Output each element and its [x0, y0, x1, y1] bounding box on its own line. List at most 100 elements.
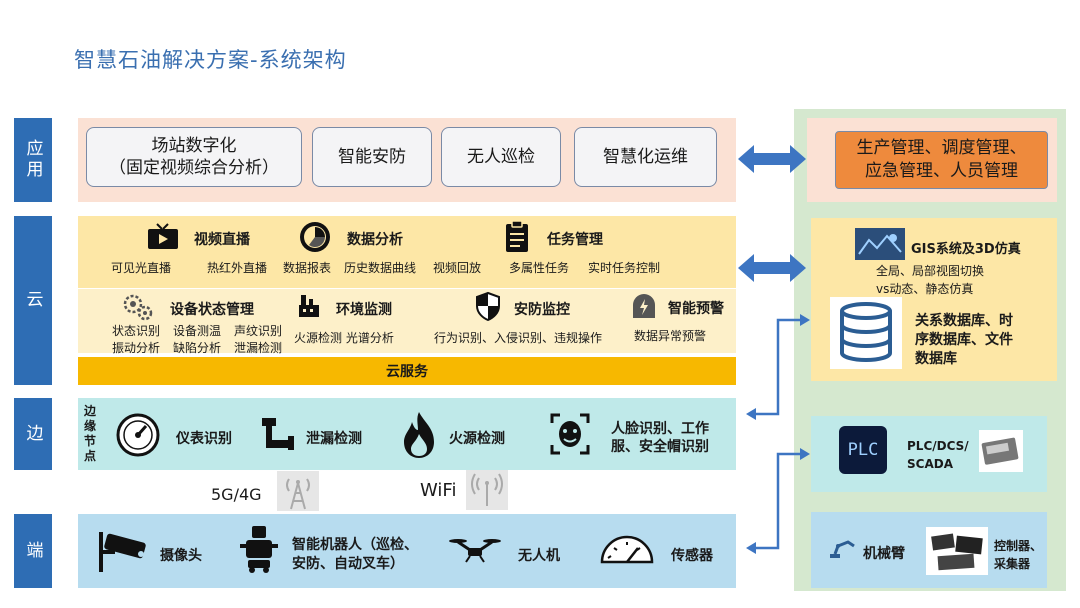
tv-icon: [148, 223, 178, 249]
cloud-security-monitor: 安防监控: [514, 302, 570, 318]
robot-arm-icon: [830, 540, 855, 558]
security-sub: 行为识别、入侵识别、违规操作: [434, 331, 603, 345]
plc-icon: PLC: [839, 426, 887, 474]
edge-leak: 泄漏检测: [306, 431, 362, 447]
cloud-gis-double-arrow: [738, 254, 806, 282]
app-box-station-digital: 场站数字化 （固定视频综合分析）: [86, 127, 302, 187]
wifi-antenna-icon: [466, 470, 508, 510]
mgmt-line1: 生产管理、调度管理、: [856, 138, 1027, 158]
sensor-gauge-icon: [600, 535, 654, 564]
device-sub-leak: 泄漏检测: [234, 341, 283, 355]
edge-meter: 仪表识别: [176, 431, 232, 447]
warning-sub: 数据异常预警: [634, 329, 707, 343]
cloud-sub-visible-live: 可见光直播: [111, 261, 172, 275]
edge-fire: 火源检测: [449, 431, 505, 447]
gis-sub2: vs动态、静态仿真: [876, 282, 974, 296]
cloud-smart-warning: 智能预警: [668, 301, 724, 317]
db-label: 关系数据库、时 序数据库、文件 数据库: [915, 312, 1013, 369]
cloud-sub-history-curve: 历史数据曲线: [344, 261, 417, 275]
cloud-env-monitor: 环境监测: [336, 302, 392, 318]
cloud-sub-data-report: 数据报表: [283, 261, 332, 275]
app-box-smart-security: 智能安防: [312, 127, 432, 187]
device-sub-vibration: 振动分析: [112, 341, 161, 355]
cloud-service-label: 云服务: [386, 364, 428, 380]
cloud-task-mgmt: 任务管理: [547, 232, 603, 248]
network-5g-label: 5G/4G: [211, 485, 262, 504]
robot-icon: [240, 526, 278, 573]
device-sub-state: 状态识别: [112, 324, 161, 338]
gis-3d-icon: [855, 228, 905, 260]
camera-icon: [99, 532, 146, 572]
app-box-maintenance-label: 智慧化运维: [603, 147, 688, 167]
fire-icon: [404, 412, 434, 458]
device-sub-voiceprint: 声纹识别: [234, 324, 283, 338]
app-box-unmanned-inspection: 无人巡检: [441, 127, 561, 187]
face-scan-icon: [550, 413, 590, 455]
app-box-smart-maintenance: 智慧化运维: [574, 127, 717, 187]
cloud-video-live: 视频直播: [194, 232, 250, 248]
layer-tab-app: 应用: [14, 118, 52, 202]
db-line2: 序数据库、文件: [915, 332, 1013, 348]
cloud-sub-multi-task: 多属性任务: [509, 261, 570, 275]
gis-sub1: 全局、局部视图切换: [876, 264, 985, 278]
plc-label: PLC/DCS/ SCADA: [907, 437, 969, 473]
controller-device-icon: [979, 430, 1023, 472]
ctrl-label: 控制器、 采集器: [994, 537, 1042, 573]
end-camera: 摄像头: [160, 548, 202, 564]
cloud-sub-realtime-task: 实时任务控制: [588, 261, 661, 275]
network-wifi-label: WiFi: [420, 480, 457, 501]
end-drone: 无人机: [518, 548, 560, 564]
end-robot-line1: 智能机器人（巡检、: [292, 537, 418, 553]
env-sub: 火源检测 光谱分析: [294, 331, 394, 345]
pipe-icon: [262, 418, 294, 450]
edge-face: 人脸识别、工作 服、安全帽识别: [611, 420, 709, 456]
plc-line2: SCADA: [907, 457, 953, 471]
plc-line1: PLC/DCS/: [907, 439, 969, 453]
ctrl-line1: 控制器、: [994, 539, 1043, 553]
db-line3: 数据库: [915, 351, 957, 367]
mgmt-line2: 应急管理、人员管理: [865, 161, 1018, 181]
cloud-device-mgmt: 设备状态管理: [170, 302, 254, 318]
end-robot: 智能机器人（巡检、 安防、自动叉车）: [292, 536, 418, 574]
cloud-data-analysis: 数据分析: [347, 232, 403, 248]
gis-title: GIS系统及3D仿真: [911, 242, 1021, 257]
edge-db-arrow: [746, 314, 810, 420]
page-title: 智慧石油解决方案-系统架构: [74, 48, 347, 72]
gears-icon: [123, 294, 153, 321]
mgmt-box: 生产管理、调度管理、 应急管理、人员管理: [835, 131, 1048, 189]
end-plc-arrow: [746, 448, 810, 554]
layer-tab-end: 端: [14, 514, 52, 588]
cloud-sub-thermal-live: 热红外直播: [207, 261, 268, 275]
layer-tab-cloud: 云: [14, 216, 52, 385]
edge-face-line1: 人脸识别、工作: [611, 421, 709, 437]
app-box-security-label: 智能安防: [338, 147, 406, 167]
cloud-layer-band-top: [78, 216, 736, 288]
ctrl-line2: 采集器: [994, 557, 1031, 571]
app-box-station-line2: （固定视频综合分析）: [109, 158, 279, 178]
cloud-layer-band-mid: [78, 289, 736, 353]
drone-icon: [449, 539, 501, 563]
layer-tab-edge: 边: [14, 398, 52, 470]
cloud-service-bar: 云服务: [78, 357, 736, 385]
collector-device-icon: [926, 527, 988, 575]
clipboard-icon: [506, 220, 528, 252]
alert-icon: [633, 294, 655, 318]
db-line1: 关系数据库、时: [915, 313, 1013, 329]
pie-chart-icon: [300, 222, 330, 252]
factory-icon: [299, 295, 319, 317]
device-sub-temp: 设备测温: [173, 324, 222, 338]
app-box-inspection-label: 无人巡检: [467, 147, 535, 167]
shield-icon: [476, 291, 500, 321]
arm-label: 机械臂: [863, 546, 905, 562]
app-mgmt-double-arrow: [738, 145, 806, 173]
end-robot-line2: 安防、自动叉车）: [292, 556, 404, 572]
cell-tower-icon: [277, 471, 319, 511]
database-icon: [830, 297, 902, 369]
edge-face-line2: 服、安全帽识别: [611, 439, 709, 455]
end-sensor: 传感器: [671, 548, 713, 564]
device-sub-defect: 缺陷分析: [173, 341, 222, 355]
cloud-sub-video-playback: 视频回放: [433, 261, 482, 275]
app-box-station-line1: 场站数字化: [151, 136, 237, 156]
edge-node-label: 边缘节点: [84, 404, 97, 463]
gauge-icon: [116, 413, 160, 457]
